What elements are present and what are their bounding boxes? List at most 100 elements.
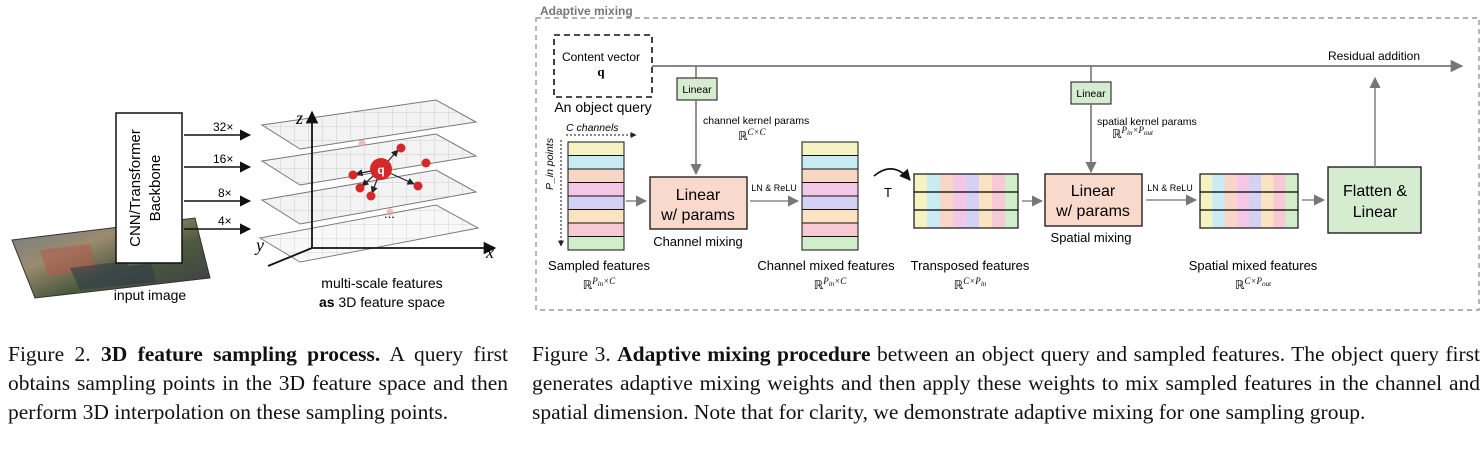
scale-label-4: 4× bbox=[218, 214, 232, 228]
linear-small-box-1 bbox=[676, 77, 718, 101]
linear-params-label-1b: w/ params bbox=[660, 207, 735, 224]
linear-params-label-2b: w/ params bbox=[1055, 203, 1130, 220]
feature-planes bbox=[258, 99, 480, 263]
fig3-prefix: Figure 3. bbox=[532, 342, 611, 366]
feature-column bbox=[1212, 174, 1225, 228]
transposed-features-grid bbox=[913, 173, 1019, 229]
features-label-line1: multi-scale features bbox=[321, 275, 442, 291]
feature-row bbox=[801, 195, 859, 210]
feature-row bbox=[567, 195, 625, 210]
feature-row bbox=[801, 168, 859, 183]
transposed-label: Transposed features bbox=[911, 258, 1030, 273]
feature-row bbox=[567, 182, 625, 197]
flatten-label-2: Linear bbox=[1353, 204, 1398, 221]
feature-column bbox=[1005, 174, 1018, 228]
content-vector-symbol: q bbox=[597, 64, 605, 79]
feature-column bbox=[1249, 174, 1262, 228]
ellipsis: ... bbox=[384, 206, 395, 221]
p-points-label: P_in points bbox=[544, 137, 556, 190]
feature-row bbox=[801, 222, 859, 237]
feature-row bbox=[801, 155, 859, 170]
figure-3-caption: Figure 3. Adaptive mixing procedure betw… bbox=[532, 340, 1480, 427]
axes-3d bbox=[267, 110, 497, 267]
transposed-math: ℝC×Pin bbox=[954, 276, 987, 292]
sampled-features-label: Sampled features bbox=[548, 258, 650, 273]
figure-2: CNN/Transformer Backbone 32× 16× 8× 4× bbox=[11, 99, 497, 310]
spatial-mixed-grid bbox=[1199, 173, 1299, 229]
features-label-line2: as 3D feature space bbox=[319, 294, 445, 310]
feature-row bbox=[567, 209, 625, 224]
sampling-points bbox=[348, 139, 431, 216]
residual-label: Residual addition bbox=[1328, 49, 1420, 63]
figure-canvas: CNN/Transformer Backbone 32× 16× 8× 4× bbox=[11, 4, 1480, 311]
linear-params-label-1a: Linear bbox=[676, 187, 721, 204]
feature-row bbox=[567, 141, 625, 156]
c-channels-label: C channels bbox=[566, 122, 619, 134]
feature-row bbox=[567, 168, 625, 183]
scale-arrows bbox=[184, 129, 252, 235]
content-vector-box bbox=[553, 34, 653, 98]
spatial-mixed-label: Spatial mixed features bbox=[1189, 258, 1318, 273]
channel-kernel-math: ℝC×C bbox=[738, 127, 767, 143]
channel-mixing-label: Channel mixing bbox=[653, 234, 743, 249]
linear-params-box-spatial bbox=[1044, 173, 1143, 227]
scale-label-16: 16× bbox=[213, 152, 233, 166]
feature-column bbox=[1236, 174, 1249, 228]
axis-y-label: y bbox=[254, 235, 264, 255]
linear-small-label-2: Linear bbox=[1076, 88, 1106, 100]
fig3-text: between an object query and sampled feat… bbox=[532, 342, 1480, 424]
feature-column bbox=[927, 174, 940, 228]
query-point bbox=[370, 158, 392, 180]
feature-row bbox=[801, 141, 859, 156]
channel-kernel-label: channel kernel params bbox=[703, 115, 809, 127]
transpose-arrow bbox=[873, 168, 911, 181]
feature-column bbox=[1224, 174, 1237, 228]
backbone-label-line1: CNN/Transformer bbox=[127, 129, 144, 247]
feature-column bbox=[966, 174, 979, 228]
feature-column bbox=[953, 174, 966, 228]
backbone-box bbox=[115, 112, 183, 264]
scale-label-32: 32× bbox=[213, 120, 233, 134]
adaptive-mixing-frame bbox=[535, 17, 1480, 311]
flatten-linear-box bbox=[1327, 166, 1422, 234]
feature-row bbox=[801, 182, 859, 197]
sampled-features-math: ℝPin×C bbox=[583, 276, 617, 292]
channel-mixed-math: ℝPin×C bbox=[814, 276, 848, 292]
feature-column bbox=[979, 174, 992, 228]
channel-mixed-label: Channel mixed features bbox=[757, 258, 895, 273]
figure-2-caption: Figure 2. 3D feature sampling process. A… bbox=[8, 340, 508, 427]
object-query-label: An object query bbox=[554, 99, 651, 115]
linear-params-box-channel bbox=[649, 176, 748, 230]
feature-row-outline bbox=[1199, 209, 1299, 229]
adaptive-mixing-title: Adaptive mixing bbox=[540, 4, 633, 18]
input-image-label: input image bbox=[114, 287, 187, 303]
feature-row bbox=[801, 236, 859, 251]
feature-column bbox=[992, 174, 1005, 228]
ln-relu-label-2: LN & ReLU bbox=[1147, 183, 1193, 193]
scale-label-8: 8× bbox=[218, 186, 232, 200]
linear-small-label-1: Linear bbox=[682, 84, 712, 96]
spatial-mixed-math: ℝC×Pout bbox=[1235, 276, 1272, 292]
fig3-bold: Adaptive mixing procedure bbox=[617, 342, 871, 366]
feature-row bbox=[567, 155, 625, 170]
feature-column bbox=[940, 174, 953, 228]
axis-z-label: z bbox=[295, 108, 303, 128]
feature-row bbox=[567, 236, 625, 251]
spatial-kernel-label: spatial kernel params bbox=[1097, 116, 1197, 128]
channel-mixed-stack bbox=[801, 141, 859, 251]
axis-x-label: x bbox=[485, 242, 494, 262]
transpose-label: T bbox=[884, 185, 892, 200]
backbone-label-line2: Backbone bbox=[147, 155, 164, 222]
fig2-bold: 3D feature sampling process. bbox=[100, 342, 381, 366]
query-label: q bbox=[377, 163, 384, 177]
fig2-text: A query first obtains sampling points in… bbox=[8, 342, 508, 424]
flatten-label-1: Flatten & bbox=[1343, 183, 1407, 200]
content-vector-label: Content vector bbox=[562, 50, 640, 64]
figure-3: Adaptive mixing Content vector q An obje… bbox=[535, 4, 1480, 311]
linear-params-label-2a: Linear bbox=[1071, 183, 1116, 200]
feature-row bbox=[567, 222, 625, 237]
feature-column bbox=[1285, 174, 1298, 228]
ln-relu-label-1: LN & ReLU bbox=[751, 183, 797, 193]
feature-column bbox=[1200, 174, 1213, 228]
spatial-mixing-label: Spatial mixing bbox=[1051, 230, 1132, 245]
